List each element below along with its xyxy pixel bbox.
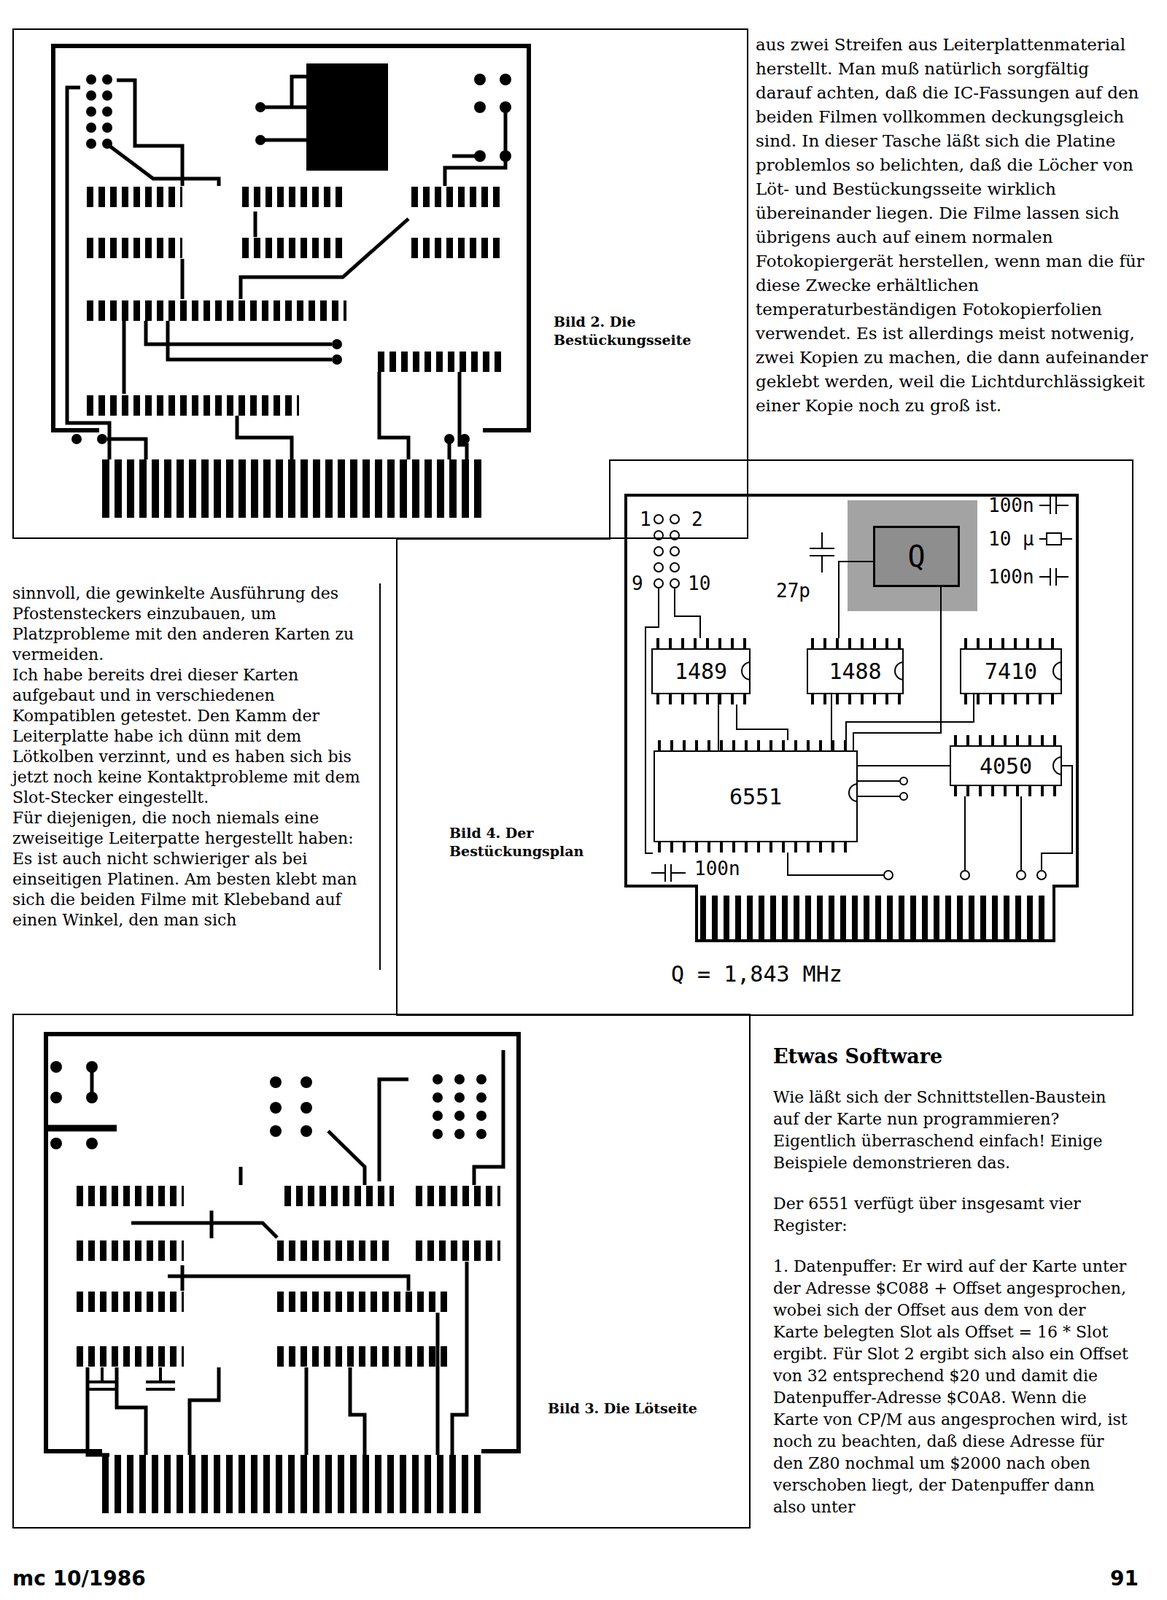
ic-label: 7410 — [984, 658, 1038, 685]
ic-label: 6551 — [729, 784, 782, 810]
page-footer: mc 10/1986 — [12, 1566, 146, 1592]
component-value: 27p — [776, 579, 811, 602]
body-text: Für diejenigen, die noch niemals eine zw… — [12, 808, 374, 931]
text-column: aus zwei Streifen aus Leiterplattenmater… — [755, 32, 1150, 418]
figure-frame: Bild 2. Die Bestückungsseite — [12, 28, 749, 540]
ic-label: 4050 — [979, 753, 1033, 779]
text-column: Etwas SoftwareWie läßt sich der Schnitts… — [773, 1044, 1131, 1538]
body-text: 1. Datenpuffer: Er wird auf der Karte un… — [773, 1255, 1131, 1519]
figure-caption: Bild 2. Die Bestückungsseite — [553, 312, 736, 350]
frequency-note: Q = 1,843 MHz — [671, 961, 843, 988]
figure-caption: Bild 3. Die Lötseite — [547, 1399, 731, 1418]
component-value: 100n — [988, 565, 1035, 588]
trace-connector — [846, 694, 974, 751]
component-value: 10 µ — [988, 528, 1035, 550]
pin-number: 2 — [691, 508, 704, 531]
ic-box: 1489 — [651, 648, 751, 695]
crystal-label: Q — [907, 539, 925, 574]
trace-connector — [830, 694, 833, 751]
ic-label: 1489 — [674, 658, 728, 685]
trace-connector — [717, 694, 720, 751]
pin-number: 9 — [631, 572, 644, 595]
figure-outline-path — [396, 460, 1133, 1016]
crystal-box: Q — [873, 525, 960, 588]
ic-box: 6551 — [653, 750, 858, 843]
ic-box: 4050 — [949, 745, 1062, 787]
component-value: 100n — [694, 857, 741, 880]
page-number: 91 — [1110, 1566, 1139, 1592]
body-text: Wie läßt sich der Schnittstellen-Baustei… — [773, 1086, 1131, 1175]
body-text: aus zwei Streifen aus Leiterplattenmater… — [755, 32, 1150, 418]
body-text: Der 6551 verfügt über insgesamt vier Reg… — [773, 1193, 1131, 1238]
pin-number: 10 — [687, 572, 711, 595]
ic-box: 1488 — [806, 648, 904, 695]
figure-caption: Bild 4. Der Bestückungsplan — [449, 824, 603, 861]
component-value: 100n — [988, 494, 1035, 517]
pin-number: 1 — [639, 508, 652, 531]
text-column: sinnvoll, die gewinkelte Ausführung des … — [12, 583, 374, 931]
body-text: Ich habe bereits drei dieser Karten aufg… — [12, 665, 374, 809]
ic-label: 1488 — [828, 658, 882, 685]
body-text: sinnvoll, die gewinkelte Ausführung des … — [12, 583, 374, 666]
section-heading: Etwas Software — [773, 1044, 1131, 1070]
ic-box: 7410 — [959, 648, 1062, 695]
figure-frame: Bild 3. Die Lötseite — [12, 1013, 751, 1529]
trace-connector — [857, 765, 950, 767]
